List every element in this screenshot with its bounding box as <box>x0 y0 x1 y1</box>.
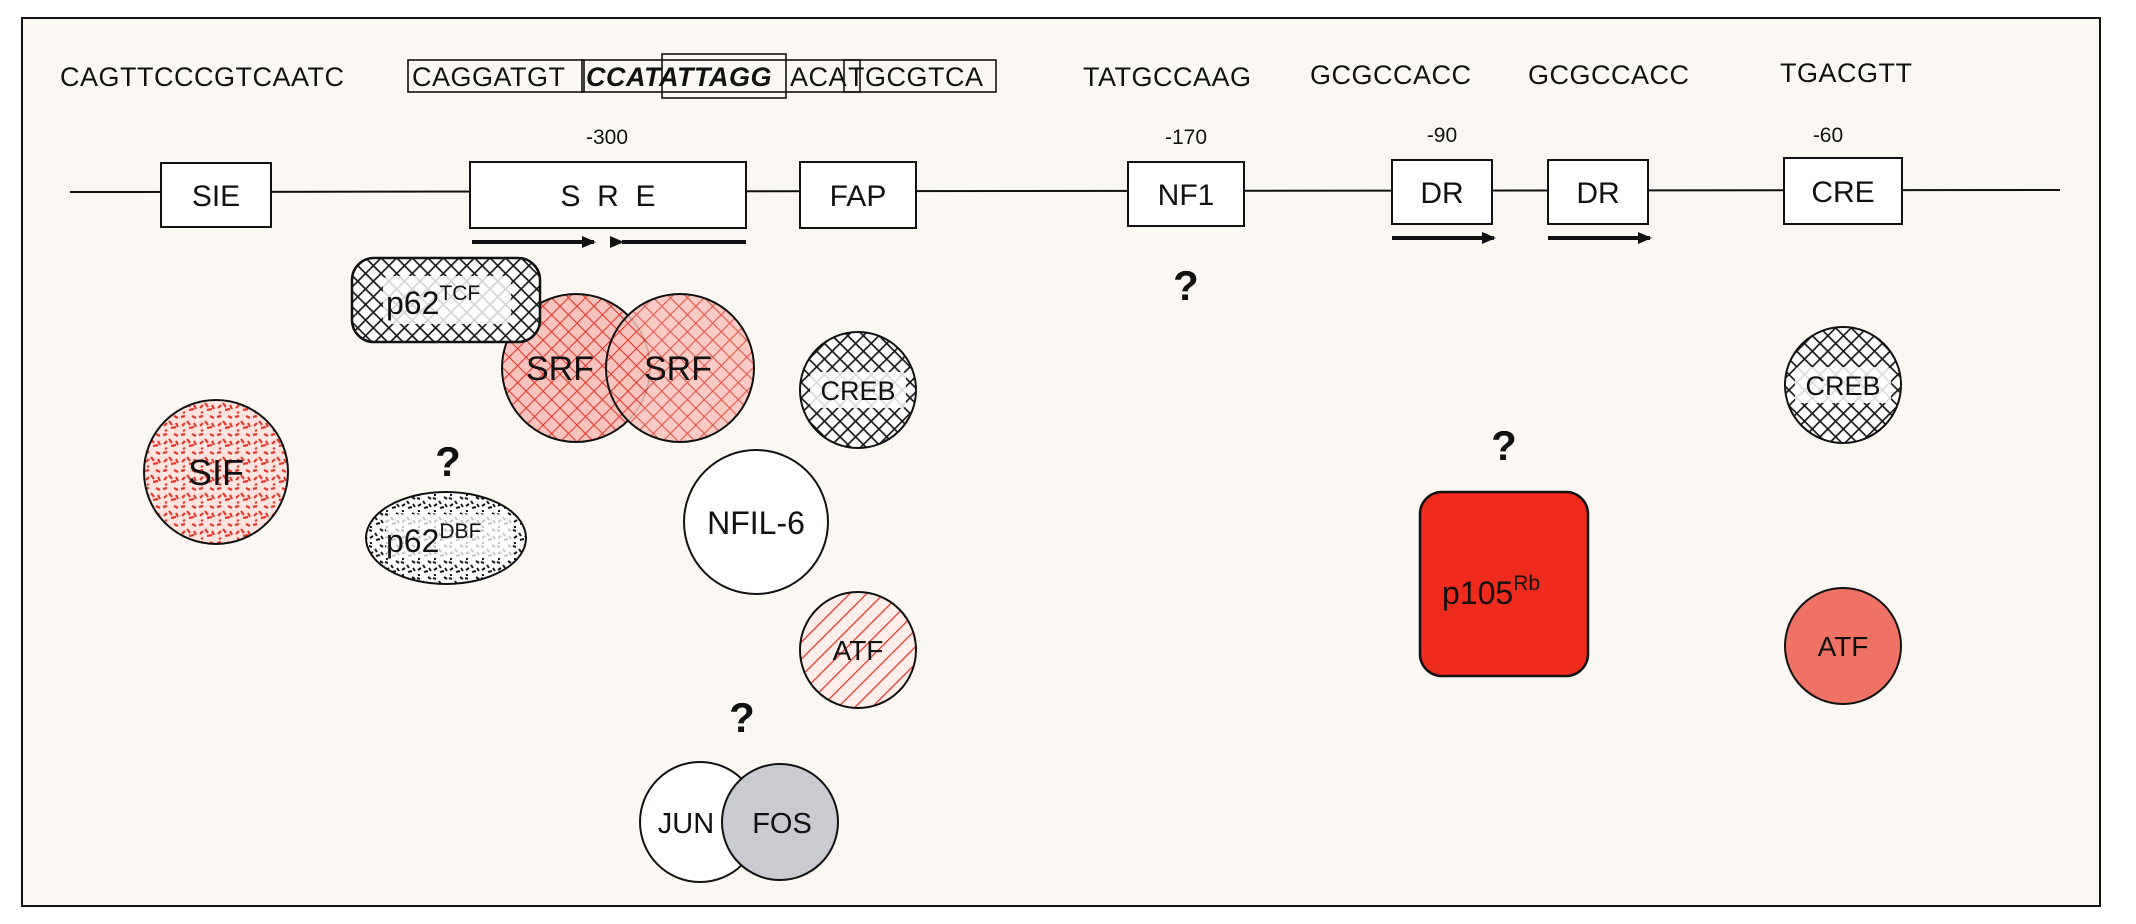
protein-p62-tcf: p62TCF <box>350 256 542 344</box>
protein-jun-label: JUN <box>658 808 714 840</box>
unknown-factor-dbf: ? <box>435 438 461 485</box>
sequence-sre-right: TGCGTCA <box>848 62 984 92</box>
element-sie: SIE <box>160 162 272 228</box>
protein-creb-1: CREB <box>799 331 917 449</box>
sequence-sie: CAGTTCCCGTCAATC <box>60 62 345 92</box>
sequence-sre-core: CCATATTAGG <box>586 62 772 92</box>
dna-line <box>69 189 2061 193</box>
unknown-factor-dr: ? <box>1491 422 1517 469</box>
sequence-dr1: GCGCCACC <box>1310 60 1472 90</box>
protein-srf-1-label: SRF <box>526 350 594 388</box>
diagram-frame <box>21 17 2101 907</box>
element-dr-1: DR <box>1391 159 1493 225</box>
protein-jun-fos: JUN FOS <box>639 761 839 883</box>
unknown-factor-jun-fos: ? <box>729 694 755 741</box>
position-dr: -90 <box>1427 124 1457 147</box>
protein-srf-2-label: SRF <box>644 350 712 388</box>
protein-fos <box>721 763 839 881</box>
position-cre: -60 <box>1813 124 1843 147</box>
sequence-sre: CAGGATGT CCATATTAGG ACA TGCGTCA <box>407 53 997 99</box>
element-fap-label: FAP <box>830 180 887 213</box>
protein-atf-2: ATF <box>1784 587 1902 705</box>
protein-creb-2: CREB <box>1784 326 1902 444</box>
element-sie-label: SIE <box>192 180 240 213</box>
element-cre: CRE <box>1783 157 1903 225</box>
position-sre: -300 <box>586 126 628 149</box>
protein-nfil-6-label: NFIL-6 <box>707 505 805 541</box>
element-nf1-label: NF1 <box>1158 179 1215 212</box>
protein-srf-dimer: SRF SRF <box>501 293 755 443</box>
protein-p62-dbf: p62DBF <box>365 491 527 585</box>
position-nf1: -170 <box>1165 126 1207 149</box>
protein-p105-rb: p105Rb <box>1418 490 1590 678</box>
element-dr-2-label: DR <box>1576 177 1619 210</box>
element-fap: FAP <box>799 161 917 229</box>
element-sre: S R E <box>469 161 747 229</box>
protein-atf-1-label: ATF <box>833 635 884 666</box>
element-cre-label: CRE <box>1811 176 1874 209</box>
element-sre-label: S R E <box>560 180 655 213</box>
sequence-cre: TGACGTT <box>1780 58 1913 88</box>
protein-atf-2-label: ATF <box>1818 631 1869 662</box>
unknown-factor-nf1: ? <box>1173 262 1199 309</box>
protein-p105-rb-label: p105Rb <box>1442 572 1540 611</box>
element-dr-1-label: DR <box>1420 177 1463 210</box>
sequence-nf1: TATGCCAAG <box>1083 62 1252 92</box>
protein-srf-2 <box>605 293 755 443</box>
protein-fos-label: FOS <box>752 808 812 840</box>
sequence-sre-left: CAGGATGT <box>412 62 566 92</box>
protein-p62-dbf-label: p62DBF <box>386 520 481 559</box>
protein-nfil-6: NFIL-6 <box>683 449 829 595</box>
sequence-dr2: GCGCCACC <box>1528 60 1690 90</box>
element-dr-2: DR <box>1547 159 1649 225</box>
protein-creb-2-label: CREB <box>1805 371 1880 401</box>
protein-sif: SIF <box>143 399 289 545</box>
sequence-sre-mid: ACA <box>790 62 847 92</box>
protein-sif-label: SIF <box>188 452 244 493</box>
protein-creb-1-label: CREB <box>820 376 895 406</box>
protein-atf-1: ATF <box>799 591 917 709</box>
element-nf1: NF1 <box>1127 161 1245 227</box>
protein-p62-tcf-label: p62TCF <box>386 282 480 321</box>
